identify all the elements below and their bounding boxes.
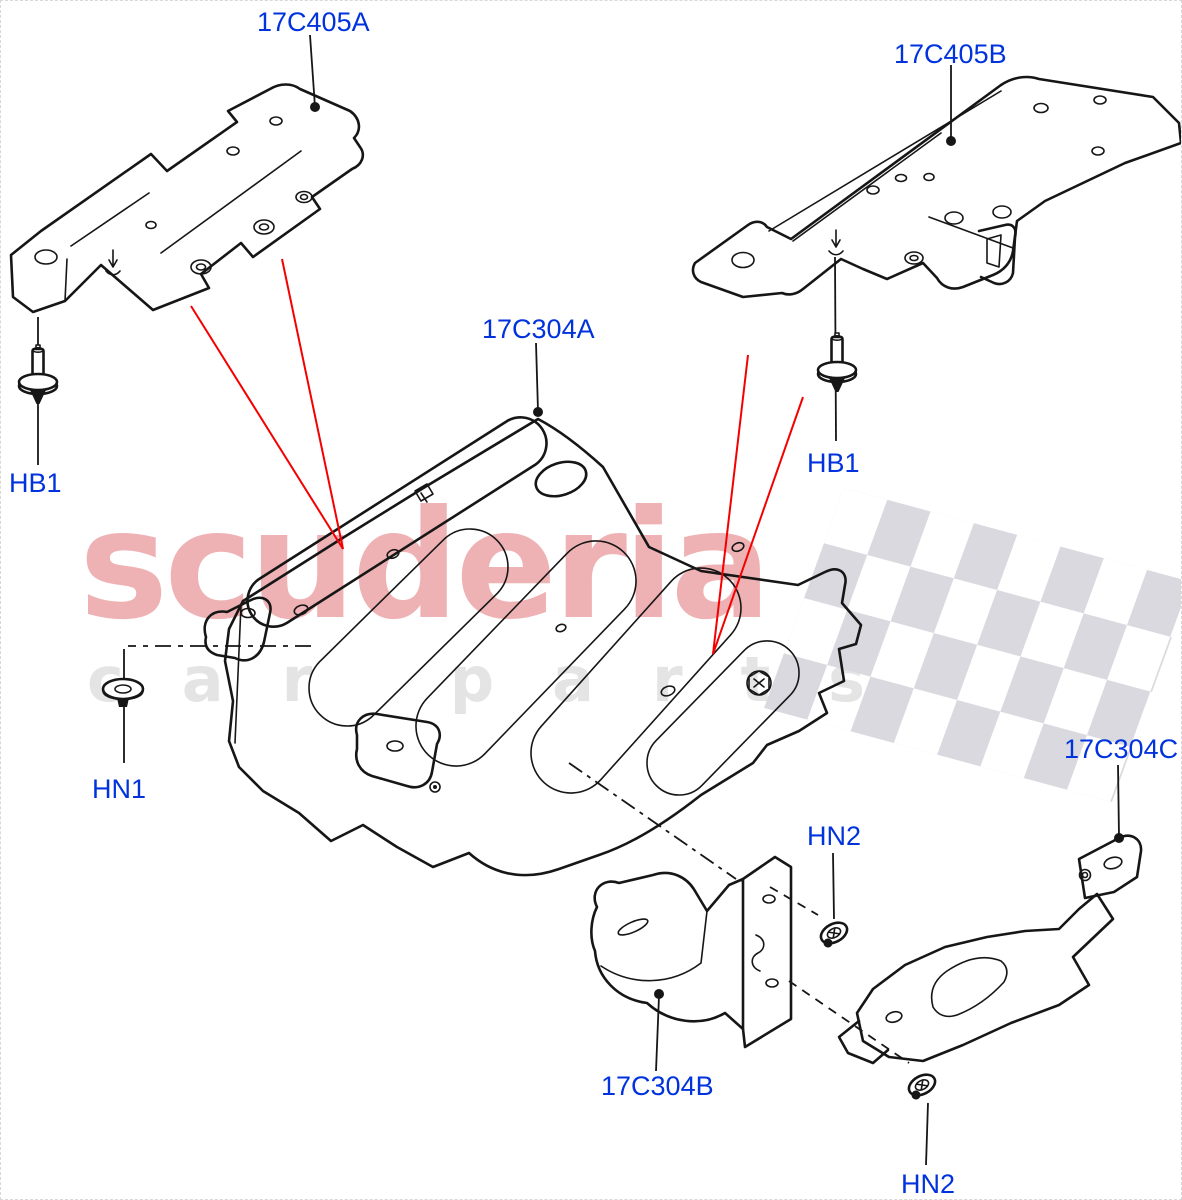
part-label-17c304a[interactable]: 17C304A — [482, 314, 595, 344]
bolt-hb1-right-icon — [816, 332, 858, 392]
part-drawing-17c304a — [203, 416, 863, 877]
part-drawing-17c405b — [691, 75, 1181, 299]
red-pointer-lines — [190, 258, 804, 655]
part-label-hn1[interactable]: HN1 — [92, 774, 147, 804]
part-label-17c405b[interactable]: 17C405B — [894, 39, 1007, 69]
nut-hn2-lower-icon — [907, 1073, 937, 1100]
part-label-17c304b[interactable]: 17C304B — [601, 1071, 714, 1101]
part-label-hb1-right[interactable]: HB1 — [807, 448, 860, 478]
part-label-hn2-upper[interactable]: HN2 — [807, 821, 862, 851]
part-label-17c405a[interactable]: 17C405A — [257, 7, 370, 37]
bolt-hb1-left-icon — [17, 344, 59, 404]
part-label-hn2-lower[interactable]: HN2 — [901, 1169, 956, 1199]
nut-hn2-upper-icon — [819, 921, 849, 948]
nut-hn1-icon — [101, 677, 145, 707]
part-drawing-17c405a — [9, 83, 365, 314]
insert-direction-arrow-icon — [828, 229, 844, 256]
part-drawing-17c304b — [590, 855, 793, 1049]
part-drawing-17c304c — [837, 834, 1143, 1065]
part-label-hb1-left[interactable]: HB1 — [9, 468, 62, 498]
watermark-brand-text: scuderia — [79, 479, 772, 653]
leader-lines — [37, 34, 1124, 1166]
part-label-17c304c[interactable]: 17C304C — [1064, 734, 1179, 764]
insert-direction-arrow-icon — [105, 249, 121, 276]
